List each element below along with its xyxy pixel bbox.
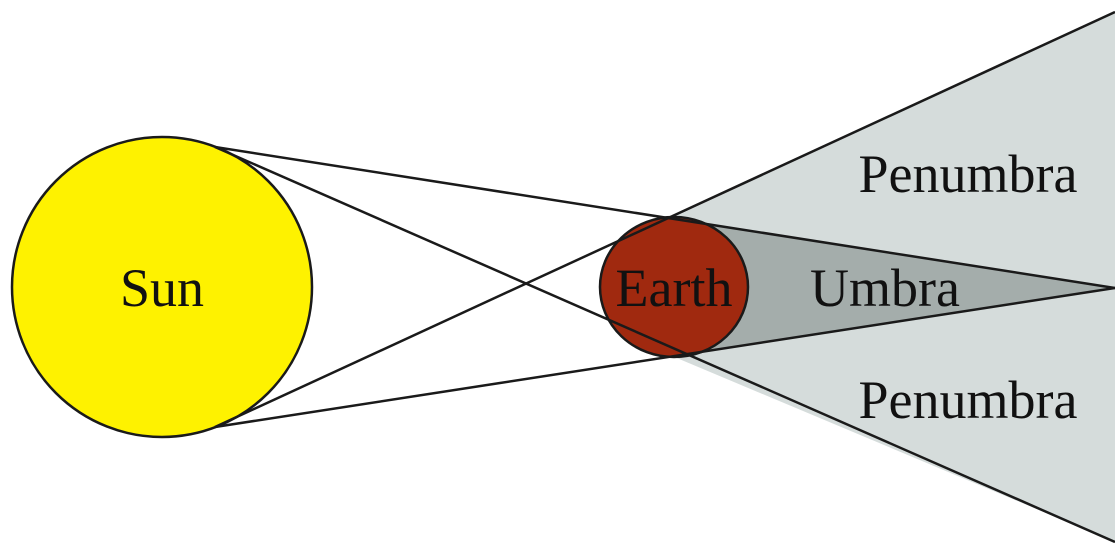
umbra-label: Umbra bbox=[810, 258, 960, 318]
penumbra-lower-label: Penumbra bbox=[859, 370, 1078, 430]
sun-label: Sun bbox=[120, 258, 204, 318]
penumbra-upper-label: Penumbra bbox=[859, 144, 1078, 204]
earth-label: Earth bbox=[616, 258, 733, 318]
